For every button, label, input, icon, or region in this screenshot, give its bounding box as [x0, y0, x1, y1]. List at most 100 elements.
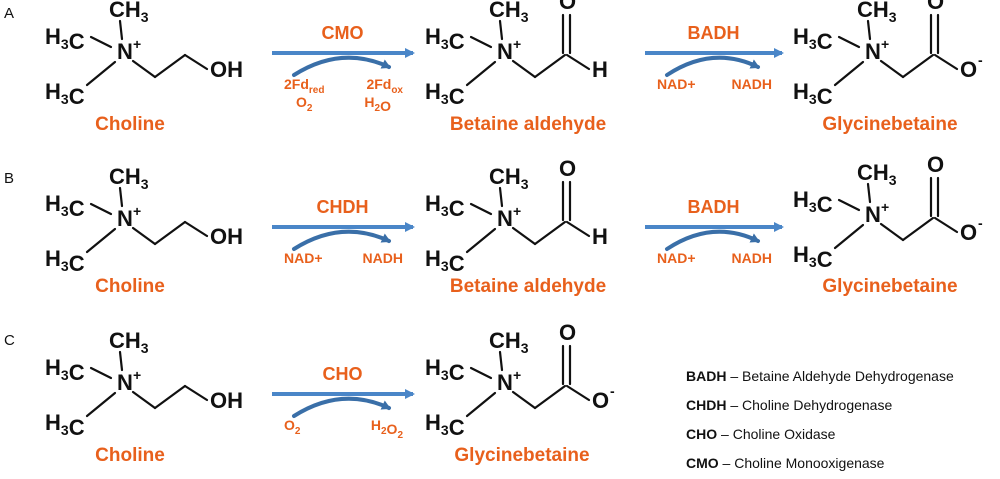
- nitrogen-atom: N: [497, 370, 513, 395]
- compound-name: Glycinebetaine: [822, 276, 957, 297]
- bond-n-ch2: [511, 59, 537, 79]
- positive-charge: +: [133, 36, 141, 52]
- subscript: 3: [889, 9, 897, 25]
- cofactor-in: NAD+: [284, 250, 323, 266]
- subscript: 3: [809, 199, 817, 215]
- methyl-group: H3C: [425, 191, 465, 221]
- atom: H: [45, 355, 61, 380]
- legend-full-name: Choline Dehydrogenase: [742, 397, 892, 413]
- nitrogen-atom: N: [497, 39, 513, 64]
- bond-n-methyl-low: [85, 227, 117, 254]
- hydroxyl-group: OH: [210, 388, 243, 413]
- atom: C: [69, 360, 85, 385]
- panel-label: A: [4, 5, 14, 22]
- atom: C: [857, 160, 873, 185]
- bond-n-methyl-low: [465, 227, 497, 254]
- methyl-group: H3C: [45, 79, 85, 109]
- bond-c-o-single: [933, 216, 959, 234]
- bond-n-ch2: [511, 226, 537, 246]
- nitrogen-atom: N: [865, 39, 881, 64]
- atom: H: [45, 246, 61, 271]
- enzyme-label: CHO: [323, 364, 363, 384]
- enzyme-label: BADH: [688, 23, 740, 43]
- legend-item: CHDH – Choline Dehydrogenase: [686, 397, 892, 413]
- legend-full-name: Choline Oxidase: [733, 426, 836, 442]
- bond-n-methyl-top: [866, 182, 872, 204]
- positive-charge: +: [513, 36, 521, 52]
- nitrogen-atom: N: [117, 370, 133, 395]
- cofactor-arrow: [292, 229, 391, 251]
- subscript: 3: [809, 91, 817, 107]
- bond-n-methyl-top: [118, 186, 124, 208]
- legend-abbreviation: CHO: [686, 426, 717, 442]
- bond-c-o-single: [565, 384, 591, 402]
- methyl-group: H3C: [425, 410, 465, 440]
- subscript: 3: [441, 36, 449, 52]
- methyl-group: CH3: [489, 328, 529, 356]
- subscript: 3: [809, 254, 817, 270]
- bond-c-o-single: [933, 53, 959, 71]
- bond-n-methyl-left: [469, 366, 493, 380]
- nitrogen-atom: N: [117, 39, 133, 64]
- oxygen-atom: O: [559, 0, 576, 14]
- methyl-group: CH3: [109, 0, 149, 25]
- subscript: ox: [391, 85, 403, 96]
- bond-ch2-ch2: [153, 53, 187, 79]
- methyl-group: CH3: [109, 328, 149, 356]
- compound-name: Glycinebetaine: [822, 114, 957, 135]
- enzyme-label: BADH: [688, 197, 740, 217]
- positive-charge: +: [513, 203, 521, 219]
- legend-full-name: Betaine Aldehyde Dehydrogenase: [742, 368, 954, 384]
- subscript: 3: [521, 176, 529, 192]
- atom: C: [449, 29, 465, 54]
- legend-full-name: Choline Monooxigenase: [734, 455, 884, 471]
- atom: H: [793, 187, 809, 212]
- positive-charge: +: [133, 203, 141, 219]
- atom: C: [489, 0, 505, 22]
- subscript: 2: [397, 430, 403, 441]
- atom: H: [505, 328, 521, 353]
- subscript: 3: [61, 36, 69, 52]
- text-part: NADH: [732, 76, 772, 92]
- bond-ch2-ch2: [153, 220, 187, 246]
- bond-n-methyl-top: [498, 19, 504, 41]
- negative-charge: -: [978, 215, 983, 231]
- atom: H: [45, 79, 61, 104]
- methyl-group: H3C: [793, 242, 833, 272]
- text-part: NAD+: [657, 250, 696, 266]
- atom: C: [449, 251, 465, 276]
- cofactor-out: 2Fdox: [366, 76, 403, 96]
- bond-n-methyl-top: [118, 350, 124, 372]
- subscript: 3: [141, 340, 149, 356]
- atom: C: [817, 84, 833, 109]
- cofactor-arrow: [292, 55, 391, 77]
- legend-item: CHO – Choline Oxidase: [686, 426, 836, 442]
- bond-ch2-cho: [533, 53, 567, 79]
- cofactor-in: NAD+: [657, 250, 696, 266]
- atom: H: [873, 160, 889, 185]
- legend-dash: –: [726, 368, 742, 384]
- methyl-group: H3C: [425, 246, 465, 276]
- subscript: 3: [441, 203, 449, 219]
- hydroxyl-group: OH: [210, 57, 243, 82]
- positive-charge: +: [881, 199, 889, 215]
- methyl-group: CH3: [109, 164, 149, 192]
- cofactor-in-2: O2: [296, 94, 313, 114]
- text-part: 2Fd: [366, 76, 391, 92]
- subscript: 3: [61, 91, 69, 107]
- atom: H: [425, 24, 441, 49]
- subscript: 3: [441, 91, 449, 107]
- subscript: 3: [809, 36, 817, 52]
- text-part: NADH: [363, 250, 403, 266]
- bond-ch2-cho: [533, 220, 567, 246]
- hydroxyl-group: OH: [210, 224, 243, 249]
- atom: H: [425, 410, 441, 435]
- atom: H: [793, 242, 809, 267]
- legend-dash: –: [717, 426, 733, 442]
